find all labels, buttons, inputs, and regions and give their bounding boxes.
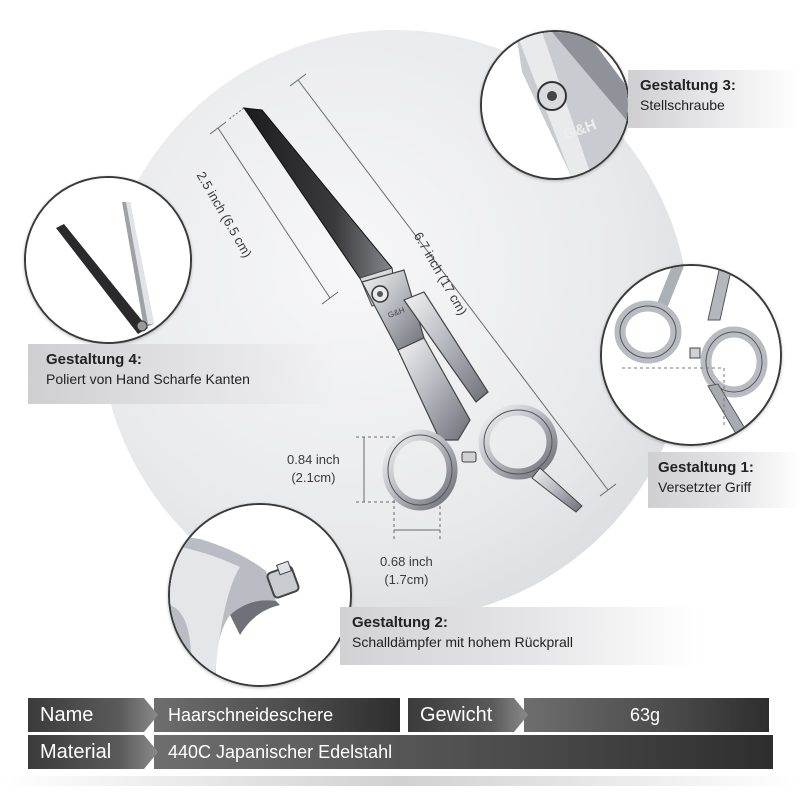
feature-callout-2: Gestaltung 2: Schalldämpfer mit hohem Rü… bbox=[340, 607, 700, 665]
scissors-blade bbox=[242, 107, 397, 303]
zoom-offset-handle bbox=[600, 264, 782, 446]
feature-1-title: Gestaltung 1: bbox=[658, 459, 754, 476]
feature-callout-4: Gestaltung 4: Poliert von Hand Scharfe K… bbox=[28, 344, 338, 404]
feature-callout-1: Gestaltung 1: Versetzter Griff bbox=[648, 452, 800, 508]
ring-width-dimension bbox=[393, 500, 441, 540]
feature-2-text: Schalldämpfer mit hohem Rückprall bbox=[352, 633, 573, 650]
bottom-divider bbox=[0, 776, 800, 786]
feature-4-title: Gestaltung 4: bbox=[46, 351, 142, 368]
ring-height-cm: (2.1cm) bbox=[291, 469, 336, 485]
spec-name-value: Haarschneideschere bbox=[154, 698, 400, 732]
feature-1-text: Versetzter Griff bbox=[658, 478, 752, 495]
spec-name-label: Name bbox=[28, 698, 158, 732]
ring-width-cm: (1.7cm) bbox=[384, 571, 429, 587]
spec-row-material: Material 440C Japanischer Edelstahl bbox=[28, 735, 773, 769]
finger-tang bbox=[531, 467, 583, 513]
feature-3-text: Stellschraube bbox=[640, 96, 725, 113]
ring-width-label: 0.68 inch (1.7cm) bbox=[380, 553, 433, 588]
zoom-silencer bbox=[168, 503, 352, 687]
thumb-shank bbox=[403, 291, 489, 403]
spec-weight-label: Gewicht bbox=[408, 698, 528, 732]
feature-callout-3: Gestaltung 3: Stellschraube bbox=[628, 70, 800, 128]
feature-3-title: Gestaltung 3: bbox=[640, 77, 736, 94]
spec-material-label: Material bbox=[28, 735, 158, 769]
ring-height-label: 0.84 inch (2.1cm) bbox=[287, 451, 340, 486]
spec-weight-value: 63g bbox=[524, 698, 769, 732]
finger-shank bbox=[397, 337, 471, 441]
spec-material-value: 440C Japanischer Edelstahl bbox=[154, 735, 773, 769]
silencer bbox=[461, 451, 477, 463]
total-length-dimension bbox=[289, 73, 617, 497]
feature-2-title: Gestaltung 2: bbox=[352, 614, 448, 631]
feature-4-text: Poliert von Hand Scharfe Kanten bbox=[46, 370, 250, 387]
ring-height-inch: 0.84 inch bbox=[287, 452, 340, 467]
blade-length-dimension bbox=[209, 107, 339, 305]
spec-row-name-weight: Name Haarschneideschere Gewicht 63g bbox=[28, 698, 773, 732]
ring-height-dimension bbox=[356, 436, 398, 503]
zoom-adjustment-screw: G&H bbox=[480, 30, 630, 180]
ring-width-inch: 0.68 inch bbox=[380, 554, 433, 569]
zoom-polished-blades bbox=[24, 176, 192, 344]
